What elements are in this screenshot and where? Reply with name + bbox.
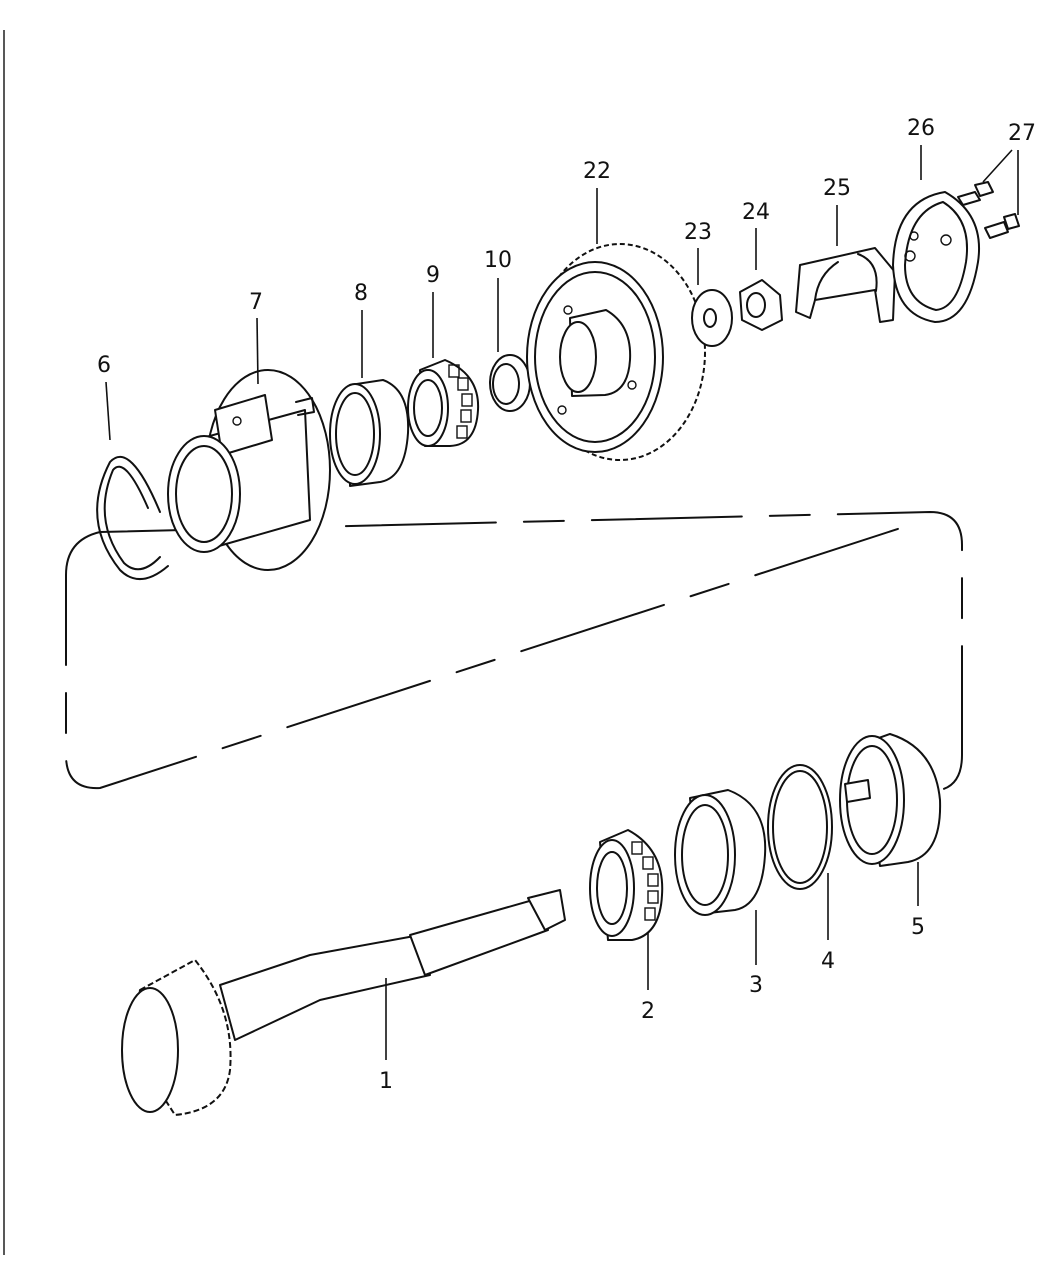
callout-5: 5 <box>911 915 925 940</box>
callout-3: 3 <box>749 973 763 998</box>
part-9-roller-bearing-cone <box>407 359 480 447</box>
part-24-nut <box>739 279 783 331</box>
part-7-retainer-housing <box>167 369 331 571</box>
part-4-o-ring <box>767 764 833 890</box>
part-22-gear <box>526 243 706 461</box>
callout-8: 8 <box>354 281 368 306</box>
callout-22: 22 <box>583 159 611 184</box>
callout-6: 6 <box>97 353 111 378</box>
callout-27: 27 <box>1008 121 1036 146</box>
callout-25: 25 <box>823 176 851 201</box>
leader-lines <box>105 145 1019 1060</box>
part-2-roller-bearing-cone <box>589 829 664 941</box>
part-25-bracket-clip <box>795 247 896 323</box>
part-26-lock-plate <box>892 191 980 323</box>
assembly-bracket <box>65 511 963 791</box>
part-8-bearing-cup <box>329 379 410 487</box>
part-27-screws <box>957 181 1020 239</box>
part-1-input-shaft <box>121 889 566 1116</box>
callout-4: 4 <box>821 949 835 974</box>
callout-23: 23 <box>684 220 712 245</box>
callout-9: 9 <box>426 263 440 288</box>
callout-24: 24 <box>742 200 770 225</box>
part-23-washer <box>691 289 733 347</box>
callout-10: 10 <box>484 248 512 273</box>
callout-1: 1 <box>379 1069 393 1094</box>
part-6-snap-ring <box>96 455 169 580</box>
callout-labels: 1 2 3 4 5 6 7 8 9 10 22 23 24 25 26 27 <box>97 116 1036 1094</box>
callout-7: 7 <box>249 290 263 315</box>
part-10-spacer-ring <box>489 354 531 412</box>
callout-26: 26 <box>907 116 935 141</box>
callout-2: 2 <box>641 999 655 1024</box>
part-3-bearing-cup <box>674 789 767 916</box>
part-5-retainer-sleeve <box>839 733 942 867</box>
